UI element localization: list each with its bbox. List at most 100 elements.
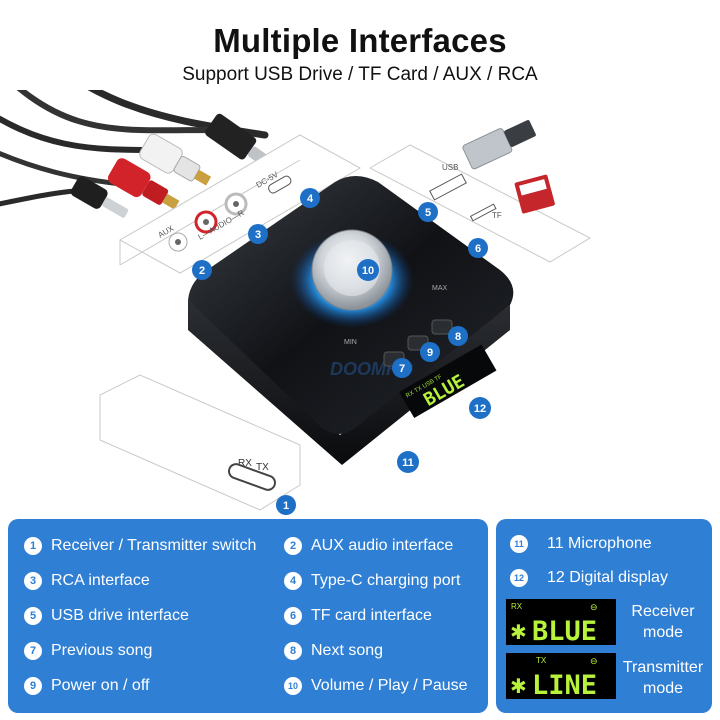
legend-item: 5 USB drive interface — [24, 607, 189, 625]
legend-num: 12 — [510, 569, 528, 587]
svg-text:3: 3 — [255, 229, 261, 241]
callout-4: 4 — [300, 188, 320, 208]
mode-label-line: mode — [642, 680, 684, 697]
legend-label: Next song — [311, 642, 384, 659]
tf-slot-icon — [469, 203, 497, 222]
legend-item: 3 RCA interface — [24, 572, 150, 590]
rca-red-plug-icon — [107, 158, 180, 210]
legend-item-display: 12 12 Digital display — [510, 569, 668, 587]
legend-num: 4 — [284, 572, 302, 590]
usb-port-icon — [429, 173, 467, 201]
lcd-receiver: RX ⊖ ✱ BLUE — [506, 599, 616, 645]
legend-num: 7 — [24, 642, 42, 660]
volume-knob-icon — [290, 229, 414, 328]
knob-label-min: MIN — [344, 339, 357, 346]
callout-9: 9 — [420, 342, 440, 362]
legend-item: 1 Receiver / Transmitter switch — [24, 537, 256, 555]
legend-label: RCA interface — [51, 572, 150, 589]
lcd-link-icon: ⊖ — [590, 657, 598, 667]
legend-item: 4 Type-C charging port — [284, 572, 460, 590]
control-buttons — [383, 319, 453, 367]
callout-12: 12 — [469, 397, 491, 419]
mode-label-line: Receiver — [631, 603, 695, 620]
legend-item: 9 Power on / off — [24, 677, 149, 695]
legend-item: 2 AUX audio interface — [284, 537, 453, 555]
legend-item-microphone: 11 11 Microphone — [510, 535, 652, 553]
legend-num: 9 — [24, 677, 42, 695]
svg-text:8: 8 — [455, 331, 461, 343]
tf-card-icon — [514, 174, 555, 214]
usb-c-port-icon — [268, 175, 292, 194]
legend-num: 11 — [510, 535, 528, 553]
usb-stick-icon — [462, 120, 536, 170]
page-title: Multiple Interfaces — [213, 22, 507, 59]
svg-text:4: 4 — [307, 193, 314, 205]
callout-8: 8 — [448, 326, 468, 346]
legend-num: 10 — [284, 677, 302, 695]
svg-text:7: 7 — [399, 363, 405, 375]
legend-label: Receiver / Transmitter switch — [51, 537, 257, 554]
switch-label-tx: TX — [256, 462, 269, 473]
bluetooth-icon: ✱ — [510, 674, 527, 698]
callout-1: 1 — [276, 495, 296, 515]
callout-6: 6 — [468, 238, 488, 258]
legend-label: Previous song — [51, 642, 153, 659]
svg-text:11: 11 — [402, 457, 414, 469]
legend-label: TF card interface — [311, 607, 432, 624]
legend-panel-right: 11 11 Microphone 12 12 Digital display RX … — [496, 519, 712, 713]
svg-text:10: 10 — [362, 265, 374, 277]
legend-item: 10 Volume / Play / Pause — [284, 677, 468, 695]
legend-label: Power on / off — [51, 677, 150, 694]
callout-3: 3 — [248, 224, 268, 244]
svg-text:9: 9 — [427, 347, 433, 359]
legend-item: 7 Previous song — [24, 642, 152, 660]
port-label-tf: TF — [492, 211, 502, 220]
bluetooth-icon: ✱ — [510, 620, 527, 644]
legend-panel: 1 Receiver / Transmitter switch 2 AUX audi… — [8, 519, 488, 713]
next-button-icon — [431, 319, 453, 335]
lcd-screen-text: LINE — [532, 670, 597, 699]
aux-port-icon — [168, 232, 188, 252]
legend-item: 6 TF card interface — [284, 607, 432, 625]
legend-num: 2 — [284, 537, 302, 555]
legend-label: 12 Digital display — [547, 569, 668, 586]
legend-label: Volume / Play / Pause — [311, 677, 468, 694]
callout-2: 2 — [192, 260, 212, 280]
legend-num: 5 — [24, 607, 42, 625]
lcd-screen-text: BLUE — [532, 616, 597, 645]
rca-ports-icon — [194, 192, 248, 234]
svg-text:1: 1 — [283, 500, 289, 512]
legend-num: 8 — [284, 642, 302, 660]
rca-white-plug-icon — [139, 133, 212, 186]
switch-label-rx: RX — [238, 458, 252, 469]
mode-label-transmitter: Transmitter mode — [620, 657, 706, 699]
mode-label-line: mode — [642, 624, 684, 641]
legend-label: AUX audio interface — [311, 537, 454, 554]
device-illustration: AUX L—AUDIO—R DC-5V USB TF RX TX DOOMHO … — [0, 90, 592, 515]
legend-num: 3 — [24, 572, 42, 590]
svg-text:5: 5 — [425, 207, 431, 219]
callout-5: 5 — [418, 202, 438, 222]
mode-label-line: Transmitter — [622, 659, 704, 676]
legend-num: 6 — [284, 607, 302, 625]
lcd-link-icon: ⊖ — [590, 603, 598, 613]
callout-11: 11 — [397, 451, 419, 473]
mode-label-receiver: Receiver mode — [620, 601, 706, 643]
knob-label-max: MAX — [432, 285, 448, 292]
svg-text:2: 2 — [199, 265, 205, 277]
svg-text:6: 6 — [475, 243, 481, 255]
lcd-transmitter: TX ⊖ ✱ LINE — [506, 653, 616, 699]
legend-label: USB drive interface — [51, 607, 189, 624]
page-subtitle: Support USB Drive / TF Card / AUX / RCA — [182, 64, 538, 85]
svg-text:12: 12 — [474, 403, 486, 415]
side-port-panel — [368, 144, 592, 263]
legend-num: 1 — [24, 537, 42, 555]
legend-label: Type-C charging port — [311, 572, 461, 589]
legend-label: 11 Microphone — [547, 535, 652, 552]
callout-7: 7 — [392, 358, 412, 378]
aux-jack-icon — [70, 176, 129, 218]
port-label-usb: USB — [442, 163, 458, 172]
legend-item: 8 Next song — [284, 642, 383, 660]
callout-10: 10 — [357, 259, 379, 281]
device-display: RX TX USB TF BLUE — [399, 344, 497, 418]
